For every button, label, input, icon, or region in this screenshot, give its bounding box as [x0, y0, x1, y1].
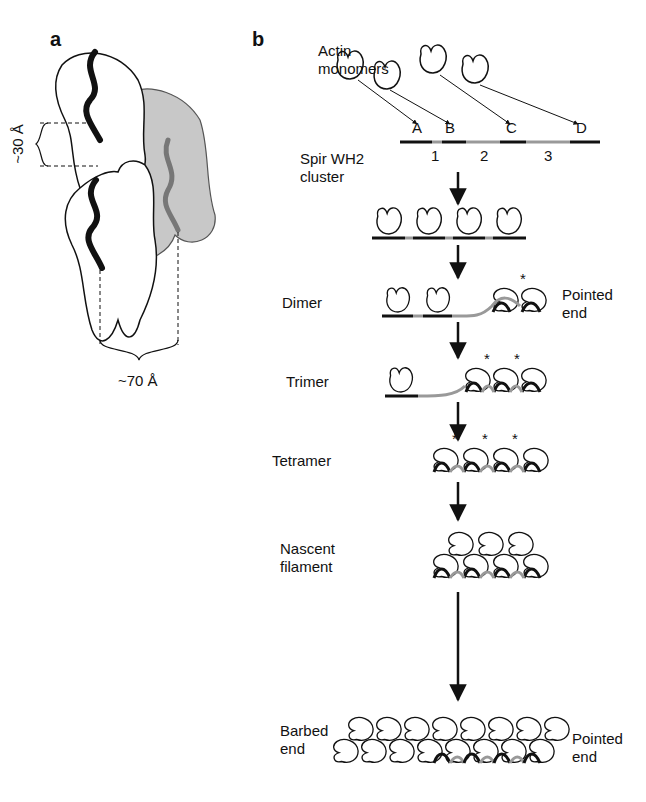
wh2-strand: [464, 754, 480, 763]
actin-model: [36, 52, 215, 360]
asterisk: *: [512, 430, 518, 448]
actin-subunit: [405, 718, 429, 741]
stage-label: Nascent filament: [280, 540, 355, 576]
stage-label: Actin monomers: [318, 42, 398, 78]
actin-subunit: [433, 718, 457, 741]
wh2-strand: [494, 754, 510, 763]
stage-label: Dimer: [282, 294, 322, 312]
tetramer-drawing: [434, 449, 548, 472]
end-label: Barbed end: [280, 722, 340, 758]
site-letter: D: [576, 119, 587, 137]
asterisk: *: [514, 350, 520, 368]
monomer-loading: [337, 45, 578, 124]
stage-label: Trimer: [286, 373, 329, 391]
asterisk: *: [520, 270, 526, 288]
dimension: ~70 Å: [118, 372, 158, 390]
wh2-strand: [524, 754, 540, 763]
loaded-row: [372, 208, 526, 238]
end-label: Pointed end: [572, 730, 642, 766]
actin-subunit: [362, 740, 386, 763]
actin-subunit: [461, 718, 485, 741]
panel-letter: b: [252, 30, 264, 48]
actin-subunit: [545, 718, 569, 741]
actin-subunit: [517, 718, 541, 741]
wh2-cluster: [400, 141, 600, 144]
stage-label: Tetramer: [272, 452, 331, 470]
nascent-filament-drawing: [434, 533, 548, 578]
site-letter: B: [445, 119, 455, 137]
actin-subunit: [334, 740, 358, 763]
actin-subunit: [377, 718, 401, 741]
actin-subunit: [349, 718, 373, 741]
asterisk: *: [482, 430, 488, 448]
end-label: Pointed end: [562, 286, 632, 322]
asterisk: *: [484, 350, 490, 368]
dimension: ~30 Å: [9, 124, 27, 164]
linker-number: 3: [544, 147, 552, 165]
actin-subunit: [530, 740, 554, 763]
linker-strand: [480, 757, 494, 763]
site-letter: C: [506, 119, 517, 137]
actin-subunit: [390, 740, 414, 763]
site-letter: A: [412, 119, 422, 137]
trimer-drawing: [385, 368, 546, 396]
actin-subunit: [418, 740, 442, 763]
dimer-drawing: [382, 288, 546, 316]
linker-strand: [450, 757, 464, 763]
linker-number: 1: [431, 147, 439, 165]
stage-label: Spir WH2 cluster: [300, 150, 395, 186]
wh2-strand: [434, 754, 450, 763]
linker-strand: [510, 757, 524, 763]
linker-number: 2: [480, 147, 488, 165]
actin-subunit: [489, 718, 513, 741]
filament-drawing: [334, 718, 569, 763]
panel-letter: a: [50, 30, 61, 48]
actin-subunit: [502, 740, 526, 763]
asterisk: *: [452, 430, 458, 448]
